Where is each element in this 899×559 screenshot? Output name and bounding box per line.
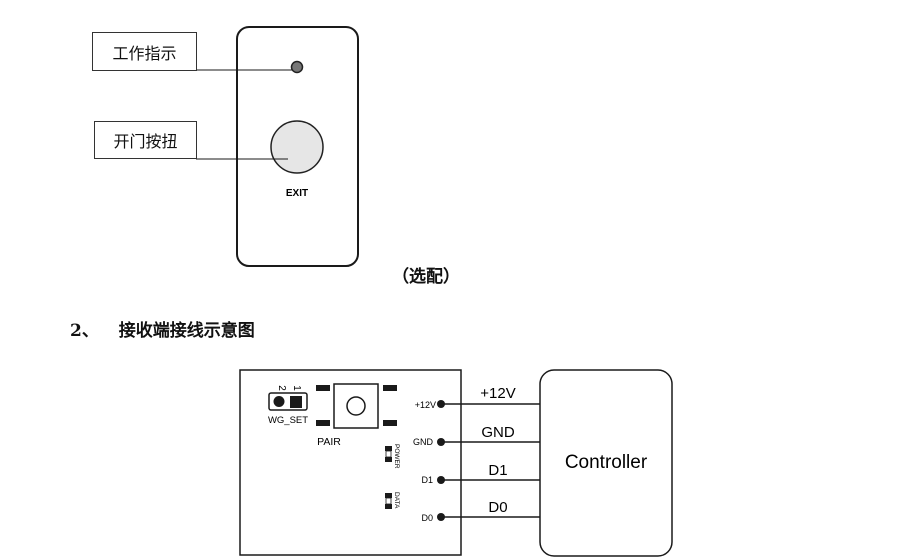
- button-callout-text: 开门按扭: [113, 132, 178, 151]
- power-led-label: POWER: [393, 444, 400, 469]
- power-led-bottom: [385, 457, 392, 462]
- terminal-dot-12v: [437, 400, 445, 408]
- power-led-top: [385, 446, 392, 451]
- indicator-callout-text: 工作指示: [112, 43, 177, 63]
- wg-set-label: WG_SET: [268, 415, 308, 426]
- data-led-label: DATA: [393, 492, 400, 509]
- terminal-label-12v: +12V: [415, 400, 436, 410]
- controller-box: [539, 369, 673, 557]
- pair-pad-tr: [383, 385, 397, 391]
- pair-label: PAIR: [317, 436, 341, 448]
- wire-label-gnd: GND: [481, 424, 515, 441]
- wire-label-12v: +12V: [480, 385, 515, 402]
- terminal-dot-gnd: [437, 438, 445, 446]
- pair-button-cap: [346, 396, 366, 416]
- pair-pad-br: [383, 420, 397, 426]
- terminal-dot-d0: [437, 513, 445, 521]
- exit-push-button: [270, 120, 324, 174]
- pair-pad-bl: [316, 420, 330, 426]
- button-callout: 开门按扭: [94, 121, 197, 159]
- jumper-pin-1-label: 1: [291, 385, 302, 391]
- jumper-pin-square: [290, 396, 302, 408]
- indicator-callout: 工作指示: [92, 32, 197, 71]
- terminal-label-gnd: GND: [413, 437, 434, 447]
- indicator-led: [290, 60, 304, 74]
- terminal-label-d1: D1: [421, 475, 433, 485]
- pair-pad-tl: [316, 385, 330, 391]
- data-led-bottom: [385, 504, 392, 509]
- terminal-label-d0: D0: [421, 513, 433, 523]
- section-heading: 2、 接收端接线示意图: [70, 316, 255, 341]
- jumper-pin-2-label: 2: [276, 385, 287, 391]
- optional-caption: （选配）: [392, 267, 460, 287]
- controller-label: Controller: [565, 452, 648, 473]
- wire-label-d0: D0: [488, 499, 507, 516]
- power-led-body: [385, 450, 392, 458]
- terminal-dot-d1: [437, 476, 445, 484]
- data-led-body: [385, 497, 392, 505]
- wire-label-d1: D1: [488, 462, 507, 479]
- data-led-top: [385, 493, 392, 498]
- section-number: 2、: [70, 321, 99, 341]
- jumper-pin-round: [273, 396, 285, 407]
- section-title: 接收端接线示意图: [118, 321, 255, 341]
- exit-button-text: EXIT: [286, 188, 308, 199]
